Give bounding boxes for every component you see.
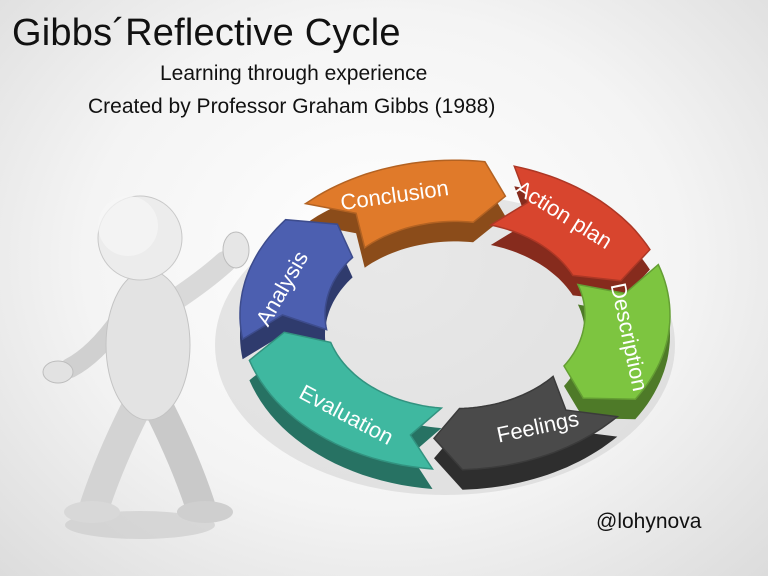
slide-title: Gibbs´Reflective Cycle xyxy=(12,12,401,54)
slide-subtitle: Learning through experience xyxy=(160,62,428,85)
cycle-ring xyxy=(239,159,671,490)
cycle-segment-feelings xyxy=(433,375,620,471)
cycle-segment-conclusion xyxy=(303,159,507,249)
cycle-segment-analysis xyxy=(239,218,354,341)
cycle-segment-description xyxy=(563,263,671,401)
author-handle: @lohynova xyxy=(596,510,702,533)
stick-figure-illustration xyxy=(42,195,250,539)
slide-credit: Created by Professor Graham Gibbs (1988) xyxy=(88,95,496,118)
cycle-segment-action-plan xyxy=(488,165,651,282)
cycle-segment-evaluation xyxy=(248,331,444,470)
